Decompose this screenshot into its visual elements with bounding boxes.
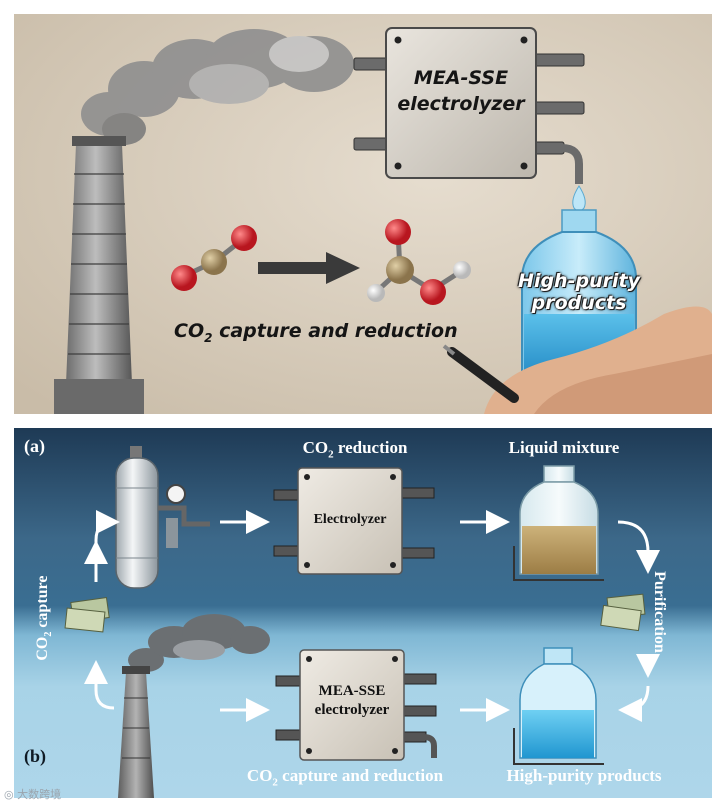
co2-reduction-co: CO xyxy=(302,438,329,457)
bottom-caption-rest: capture and reduction xyxy=(277,766,444,785)
co2-reduction-label: CO2 reduction xyxy=(270,438,440,460)
co2-reduction-rest: reduction xyxy=(333,438,408,457)
co2-capture-vertical-label: CO2 capture xyxy=(34,548,54,688)
gas-cylinder-icon xyxy=(115,446,210,589)
money-stack-icon-right xyxy=(600,593,646,632)
watermark-text: 大数跨境 xyxy=(17,788,62,801)
hand-with-pen-icon xyxy=(442,306,712,414)
liquid-mixture-label: Liquid mixture xyxy=(508,438,620,457)
liquid-mixture-jar-icon xyxy=(513,465,604,581)
caption-sub: 2 xyxy=(204,330,213,345)
arrow-purification-bottom xyxy=(618,685,650,722)
formic-acid-molecule-icon xyxy=(367,219,471,305)
purification-vertical-label: Purification xyxy=(651,571,668,653)
caption-rest: capture and reduction xyxy=(212,320,458,342)
high-purity-products-bottom-label: High-purity products xyxy=(506,766,662,785)
high-purity-products-label: High-purity products xyxy=(484,270,674,314)
smoke-cloud-icon xyxy=(128,614,270,672)
mea-sse-line2: electrolyzer xyxy=(314,702,390,718)
arrow-purification-top xyxy=(617,520,660,574)
bottom-caption-co: CO xyxy=(246,766,273,785)
flow-arrows xyxy=(84,510,660,722)
caption-co: CO xyxy=(174,320,205,342)
chimney-icon xyxy=(118,666,154,798)
co2-capture-reduction-caption: CO2 capture and reduction xyxy=(174,320,494,345)
top-illustration-art xyxy=(14,14,712,414)
process-diagram: (a) (b) CO2 reduction Liquid mixture Ele… xyxy=(14,428,712,798)
high-purity-bottle-icon xyxy=(513,647,604,765)
mea-sse-line1: MEA-SSE xyxy=(318,683,386,699)
chimney-icon xyxy=(54,136,144,414)
panel-a-label: (a) xyxy=(24,436,45,456)
electrolyzer-label-line2: electrolyzer xyxy=(397,93,525,115)
arrow-capture-bottom xyxy=(84,660,115,710)
high-purity-line1: High-purity xyxy=(518,270,640,292)
watermark: ◎ 大数跨境 xyxy=(4,786,61,802)
co2-molecule-icon xyxy=(171,225,257,291)
reaction-arrow-icon xyxy=(258,252,360,284)
co2-capture-sub: 2 xyxy=(43,631,55,637)
panel-b-label: (b) xyxy=(24,746,46,766)
mea-sse-box-label: MEA-SSE electrolyzer xyxy=(300,682,404,720)
bottom-caption-sub: 2 xyxy=(272,776,278,789)
co2-capture-reduction-label: CO2 capture and reduction xyxy=(220,766,470,788)
high-purity-line2: products xyxy=(531,292,627,314)
process-diagram-art xyxy=(64,446,660,798)
electrolyzer-box-icon xyxy=(353,27,585,184)
money-stack-icon-left xyxy=(64,597,110,633)
electrolyzer-label: MEA-SSE electrolyzer xyxy=(386,66,536,146)
electrolyzer-box-icon xyxy=(273,467,435,575)
top-illustration: MEA-SSE electrolyzer High-purity product… xyxy=(14,14,712,414)
electrolyzer-box-label: Electrolyzer xyxy=(313,512,387,527)
electrolyzer-label-line1: MEA-SSE xyxy=(413,67,509,89)
co2-reduction-sub: 2 xyxy=(328,448,334,461)
mea-sse-electrolyzer-box-icon xyxy=(275,649,437,761)
arrow-capture-top xyxy=(94,510,120,558)
co2-capture-rest: capture xyxy=(33,575,51,632)
co2-capture-co: CO xyxy=(33,636,51,661)
watermark-icon: ◎ xyxy=(4,788,18,801)
